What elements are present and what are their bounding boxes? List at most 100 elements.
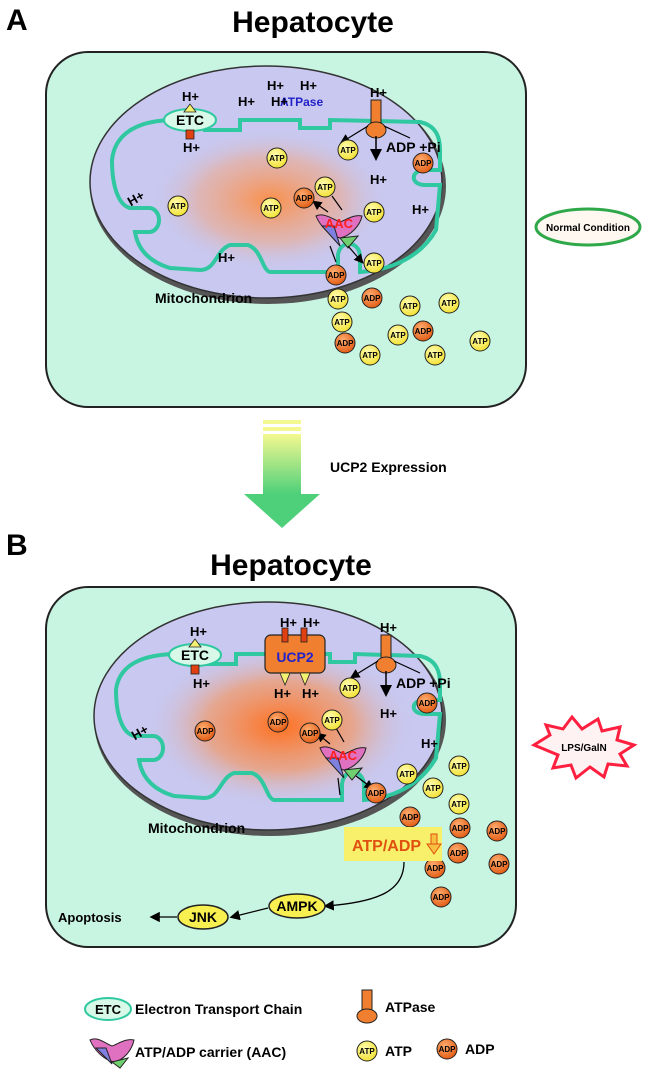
adp-molecule [430,886,452,908]
proton-label: H+ [182,89,199,104]
adp-molecule [488,853,510,875]
etc-legend-icon [84,997,132,1021]
etc-legend-text: Electron Transport Chain [135,1001,302,1017]
proton-label: H+ [370,85,387,100]
etc-legend-icon-label: ETC [95,1002,122,1017]
adp-legend-icon [436,1038,458,1060]
panel-b-letter: B [6,529,28,562]
panel-a-letter: A [6,4,28,37]
legend: ETC Electron Transport Chain ATPase ATP/… [84,989,495,1069]
atp-molecule [321,709,343,731]
adp-molecule [486,820,508,842]
etc-complex-a: ETC [163,103,217,140]
adp-molecule [325,264,347,286]
adp-molecule [399,806,421,828]
atp-molecule [469,330,491,352]
apoptosis-label: Apoptosis [58,910,122,925]
transition-label: UCP2 Expression [330,459,447,475]
aac-legend-icon [89,1038,135,1069]
adp-molecule [267,711,289,733]
adp-pi-label-a: ADP +Pi [386,139,441,155]
atp-molecule [363,252,385,274]
atp-molecule [337,139,359,161]
adp-molecule [194,720,216,742]
atpase-legend-icon [356,989,378,1024]
jnk-label: JNK [189,909,217,925]
ratio-to-ampk-arrow [323,861,405,911]
ampk-node: AMPK [268,893,326,919]
proton-label: H+ [302,686,319,701]
proton-labels-b: H+ H+ H+ H+ H+ H+ H+ H+ H+ H+ [129,615,439,751]
mitochondrion-label-a: Mitochondrion [155,290,252,306]
lps-galn-label: LPS/GalN [561,743,607,754]
atp-molecule [387,324,409,346]
ampk-to-jnk-arrow [229,907,269,921]
atp-molecule [266,147,288,169]
aac-carrier-a: AAC [312,195,364,264]
atp-molecule [438,292,460,314]
mitochondrion-a [89,65,446,304]
atp-molecule [396,763,418,785]
inner-membrane-a [109,117,443,275]
atp-molecule [327,288,349,310]
atp-adp-ratio-box: ATP/ADP [344,827,442,861]
atp-molecule [260,197,282,219]
adp-molecule [334,332,356,354]
atp-molecule [363,201,385,223]
atp-molecule [448,755,470,777]
atpase-b [349,634,421,697]
atp-molecule [422,777,444,799]
proton-label: H+ [190,624,207,639]
normal-condition-label: Normal Condition [546,223,630,234]
atp-molecule [331,311,353,333]
mitochondrion-label-b: Mitochondrion [148,820,245,836]
atpase-label-a: ATPase [280,95,323,109]
atp-molecule [399,295,421,317]
atp-molecule [448,793,470,815]
lps-galn-starburst: LPS/GalN [530,714,638,781]
adp-molecule [412,152,434,174]
ratio-label: ATP/ADP [352,838,421,855]
proton-label: H+ [421,736,438,751]
proton-label: H+ [280,615,297,630]
aac-label-b: AAC [329,748,358,763]
atp-molecule [339,677,361,699]
normal-condition-badge: Normal Condition [534,207,642,247]
panel-b-title: Hepatocyte [210,549,372,582]
atp-molecule [359,344,381,366]
adp-molecule [365,782,387,804]
adp-molecule [412,320,434,342]
aac-legend-text: ATP/ADP carrier (AAC) [135,1044,286,1060]
atp-legend-text: ATP [385,1043,412,1059]
atp-legend-icon [356,1040,378,1062]
panel-a-title: Hepatocyte [232,6,394,39]
atpase-legend-text: ATPase [385,999,436,1015]
decrease-arrow-icon [426,843,442,855]
proton-label: H+ [380,620,397,635]
proton-label: H+ [370,172,387,187]
proton-label: H+ [300,78,317,93]
ucp2-label: UCP2 [276,649,314,665]
adp-molecule [293,187,315,209]
atp-molecule [314,176,336,198]
proton-label: H+ [380,706,397,721]
proton-label: H+ [267,78,284,93]
adp-molecule [416,692,438,714]
aac-carrier-b: AAC [316,727,374,796]
ampk-label: AMPK [276,898,317,914]
adp-molecule [299,722,321,744]
jnk-node: JNK [177,904,229,930]
proton-label: H+ [303,615,320,630]
etc-label-a: ETC [176,112,204,128]
atp-molecule [167,195,189,217]
proton-label: H+ [271,94,288,109]
proton-label: H+ [274,686,291,701]
adp-molecule [361,287,383,309]
proton-label: H+ [218,250,235,265]
proton-label: H+ [412,202,429,217]
aac-label-a: AAC [325,216,354,231]
proton-label: H+ [238,94,255,109]
adp-legend-text: ADP [465,1041,495,1057]
proton-label: H+ [193,676,210,691]
